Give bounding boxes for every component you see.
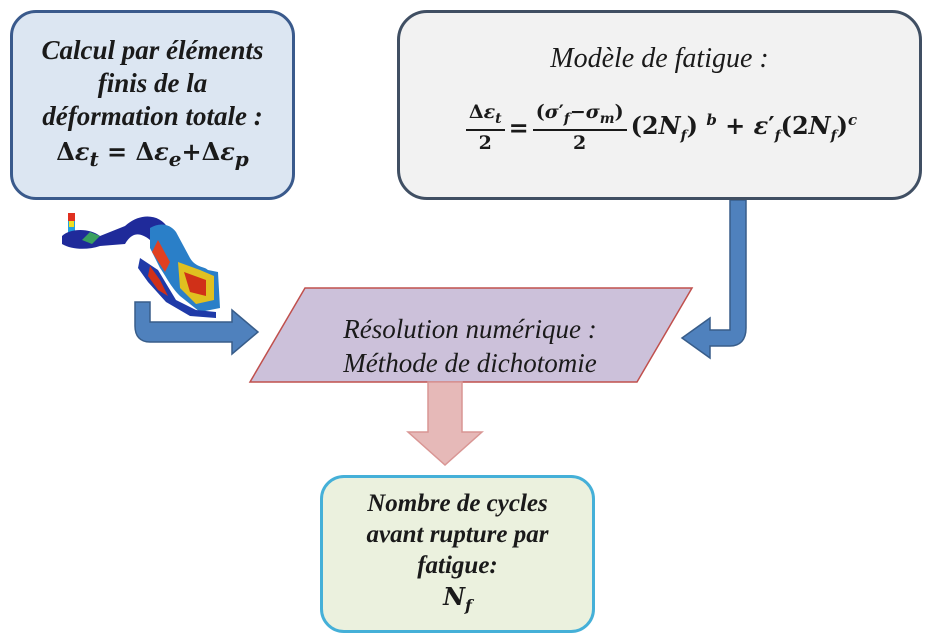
fe-equation: Δεt = Δεe+Δεp [56,137,249,171]
fe-line-2: finis de la [97,68,208,99]
fe-line-3: déformation totale : [42,101,263,132]
fe-line-1: Calcul par éléments [41,35,264,66]
fatigue-title: Modèle de fatigue : [550,43,769,74]
resolution-parallelogram [248,287,694,383]
arrow-fatigue-to-resolution [680,199,747,360]
resolution-line-1: Résolution numérique : [343,314,597,344]
resolution-box: Résolution numérique : Méthode de dichot… [295,312,645,380]
arrow-fe-to-resolution [134,301,260,356]
fe-mesh-thumbnail [62,213,220,318]
result-line-3: fatigue: [417,551,498,579]
resolution-line-2: Méthode de dichotomie [343,348,597,378]
fe-calculation-box: Calcul par éléments finis de la déformat… [10,10,295,200]
arrow-resolution-to-result [406,381,484,467]
result-line-1: Nombre de cycles [367,489,548,517]
result-box: Nombre de cycles avant rupture par fatig… [320,475,595,633]
result-line-2: avant rupture par [366,520,549,548]
result-symbol: Nf [443,581,472,615]
